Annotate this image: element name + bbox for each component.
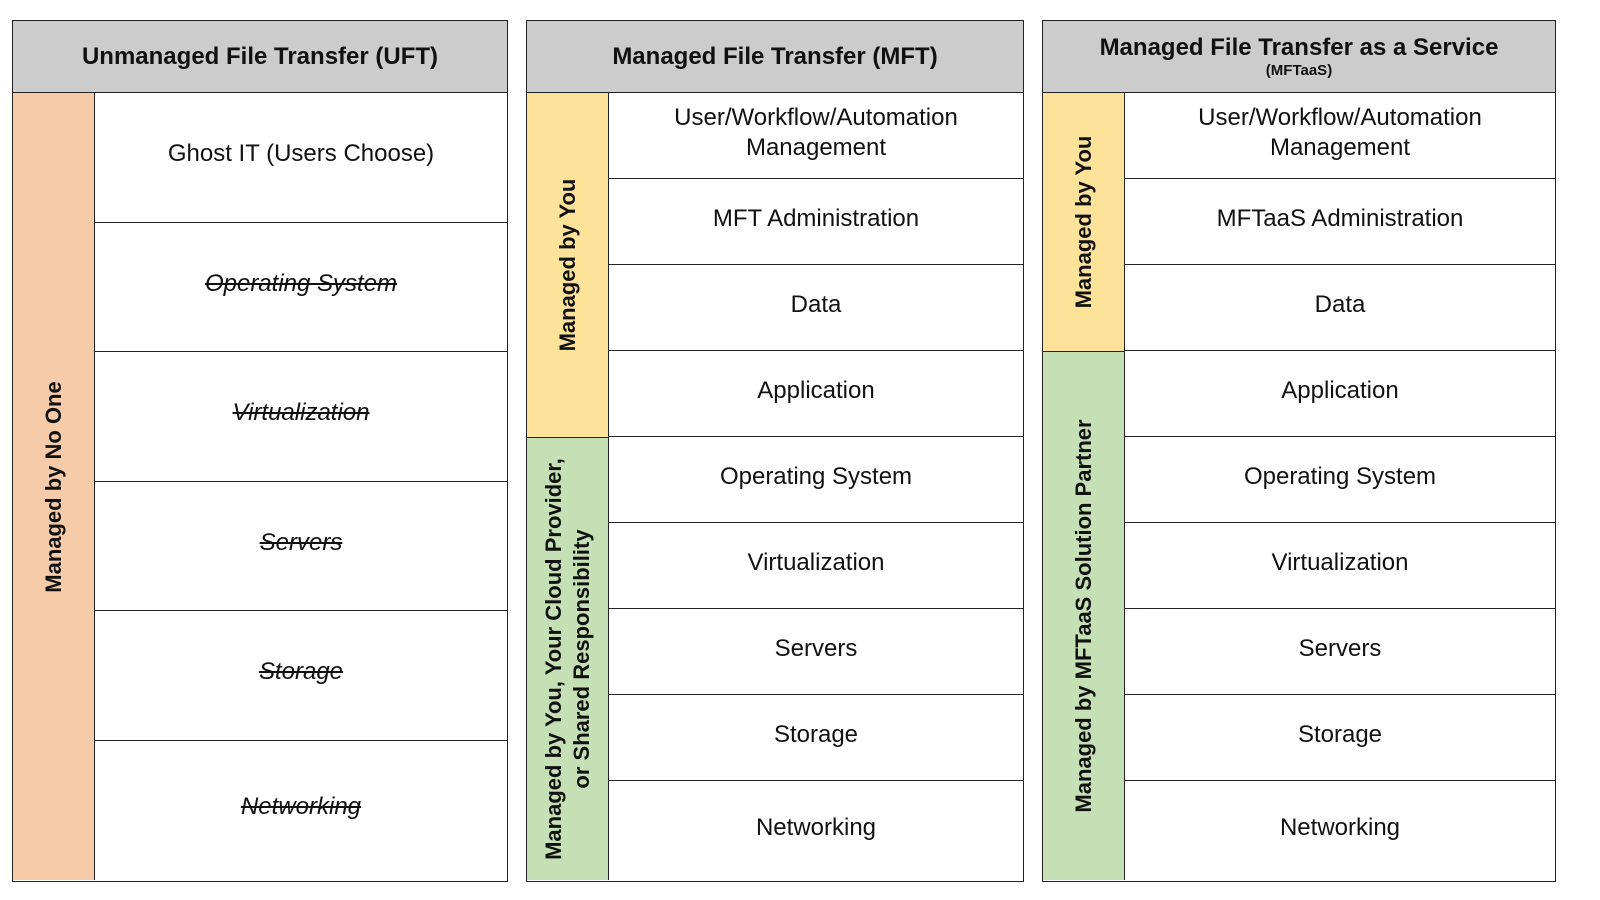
uft-row-virtualization: Virtualization: [95, 352, 507, 482]
row-label: Servers: [1298, 634, 1382, 662]
row-label: Networking: [755, 813, 877, 841]
row-label: Operating System: [204, 269, 398, 297]
band-managed-by-you: Managed by You: [1043, 93, 1125, 351]
mftaas-column: Managed File Transfer as a Service (MFTa…: [1042, 20, 1556, 882]
row-label: Ghost IT (Users Choose): [167, 140, 435, 168]
uft-row-servers: Servers: [95, 482, 507, 611]
mft-header: Managed File Transfer (MFT): [527, 21, 1023, 93]
mft-column: Managed File Transfer (MFT) Managed by Y…: [526, 20, 1024, 882]
uft-row-operating-system: Operating System: [95, 223, 507, 352]
mftaas-row-virtualization: Virtualization: [1125, 523, 1555, 609]
mft-row-application: Application: [609, 351, 1023, 437]
mft-row-servers: Servers: [609, 609, 1023, 695]
mftaas-row-operating-system: Operating System: [1125, 437, 1555, 523]
uft-column: Unmanaged File Transfer (UFT) Managed by…: [12, 20, 508, 882]
row-label: Operating System: [719, 462, 913, 490]
mft-row-storage: Storage: [609, 695, 1023, 781]
row-label: Storage: [258, 658, 344, 686]
mft-title: Managed File Transfer (MFT): [612, 42, 938, 70]
row-label: Application: [757, 376, 875, 404]
band-label: Managed by MFTaaS Solution Partner: [1070, 419, 1096, 813]
row-label: MFTaaS Administration: [1216, 204, 1464, 232]
row-label: Networking: [1279, 813, 1401, 841]
band-label: Managed by You: [1070, 135, 1096, 309]
row-label: Storage: [1297, 720, 1383, 748]
uft-header: Unmanaged File Transfer (UFT): [13, 21, 507, 93]
mft-row-administration: MFT Administration: [609, 179, 1023, 265]
row-label: Virtualization: [1271, 548, 1409, 576]
mftaas-row-storage: Storage: [1125, 695, 1555, 781]
mftaas-row-application: Application: [1125, 351, 1555, 437]
band-managed-by-partner: Managed by MFTaaS Solution Partner: [1043, 351, 1125, 880]
mft-row-data: Data: [609, 265, 1023, 351]
row-label: Operating System: [1243, 462, 1437, 490]
row-label: Storage: [773, 720, 859, 748]
row-label: User/Workflow/Automation Management: [674, 103, 958, 161]
uft-row-ghost-it: Ghost IT (Users Choose): [95, 93, 507, 223]
mftaas-header: Managed File Transfer as a Service (MFTa…: [1043, 21, 1555, 93]
mftaas-row-data: Data: [1125, 265, 1555, 351]
uft-row-storage: Storage: [95, 611, 507, 741]
band-label: Managed by No One: [40, 380, 66, 593]
band-shared-responsibility: Managed by You, Your Cloud Provider, or …: [527, 437, 609, 880]
uft-title: Unmanaged File Transfer (UFT): [81, 42, 439, 70]
mft-row-operating-system: Operating System: [609, 437, 1023, 523]
row-label: Virtualization: [232, 399, 370, 427]
row-label: User/Workflow/Automation Management: [1198, 103, 1482, 161]
row-label: MFT Administration: [712, 204, 920, 232]
mftaas-row-networking: Networking: [1125, 781, 1555, 880]
mft-row-networking: Networking: [609, 781, 1023, 880]
mftaas-row-user-workflow: User/Workflow/Automation Management: [1125, 93, 1555, 179]
band-label: Managed by You: [554, 178, 580, 352]
mftaas-row-administration: MFTaaS Administration: [1125, 179, 1555, 265]
row-label: Networking: [240, 793, 362, 821]
row-label: Data: [1314, 290, 1366, 318]
row-label: Servers: [774, 634, 858, 662]
band-label: Managed by You, Your Cloud Provider, or …: [540, 458, 594, 860]
row-label: Servers: [259, 528, 343, 556]
mftaas-subtitle: (MFTaaS): [1265, 61, 1333, 79]
mft-row-virtualization: Virtualization: [609, 523, 1023, 609]
mftaas-title: Managed File Transfer as a Service: [1099, 33, 1499, 61]
row-label: Application: [1281, 376, 1399, 404]
band-managed-by-you: Managed by You: [527, 93, 609, 437]
row-label: Data: [790, 290, 842, 318]
uft-row-networking: Networking: [95, 741, 507, 881]
mftaas-row-servers: Servers: [1125, 609, 1555, 695]
mft-row-user-workflow: User/Workflow/Automation Management: [609, 93, 1023, 179]
row-label: Virtualization: [747, 548, 885, 576]
band-managed-by-no-one: Managed by No One: [13, 93, 95, 880]
